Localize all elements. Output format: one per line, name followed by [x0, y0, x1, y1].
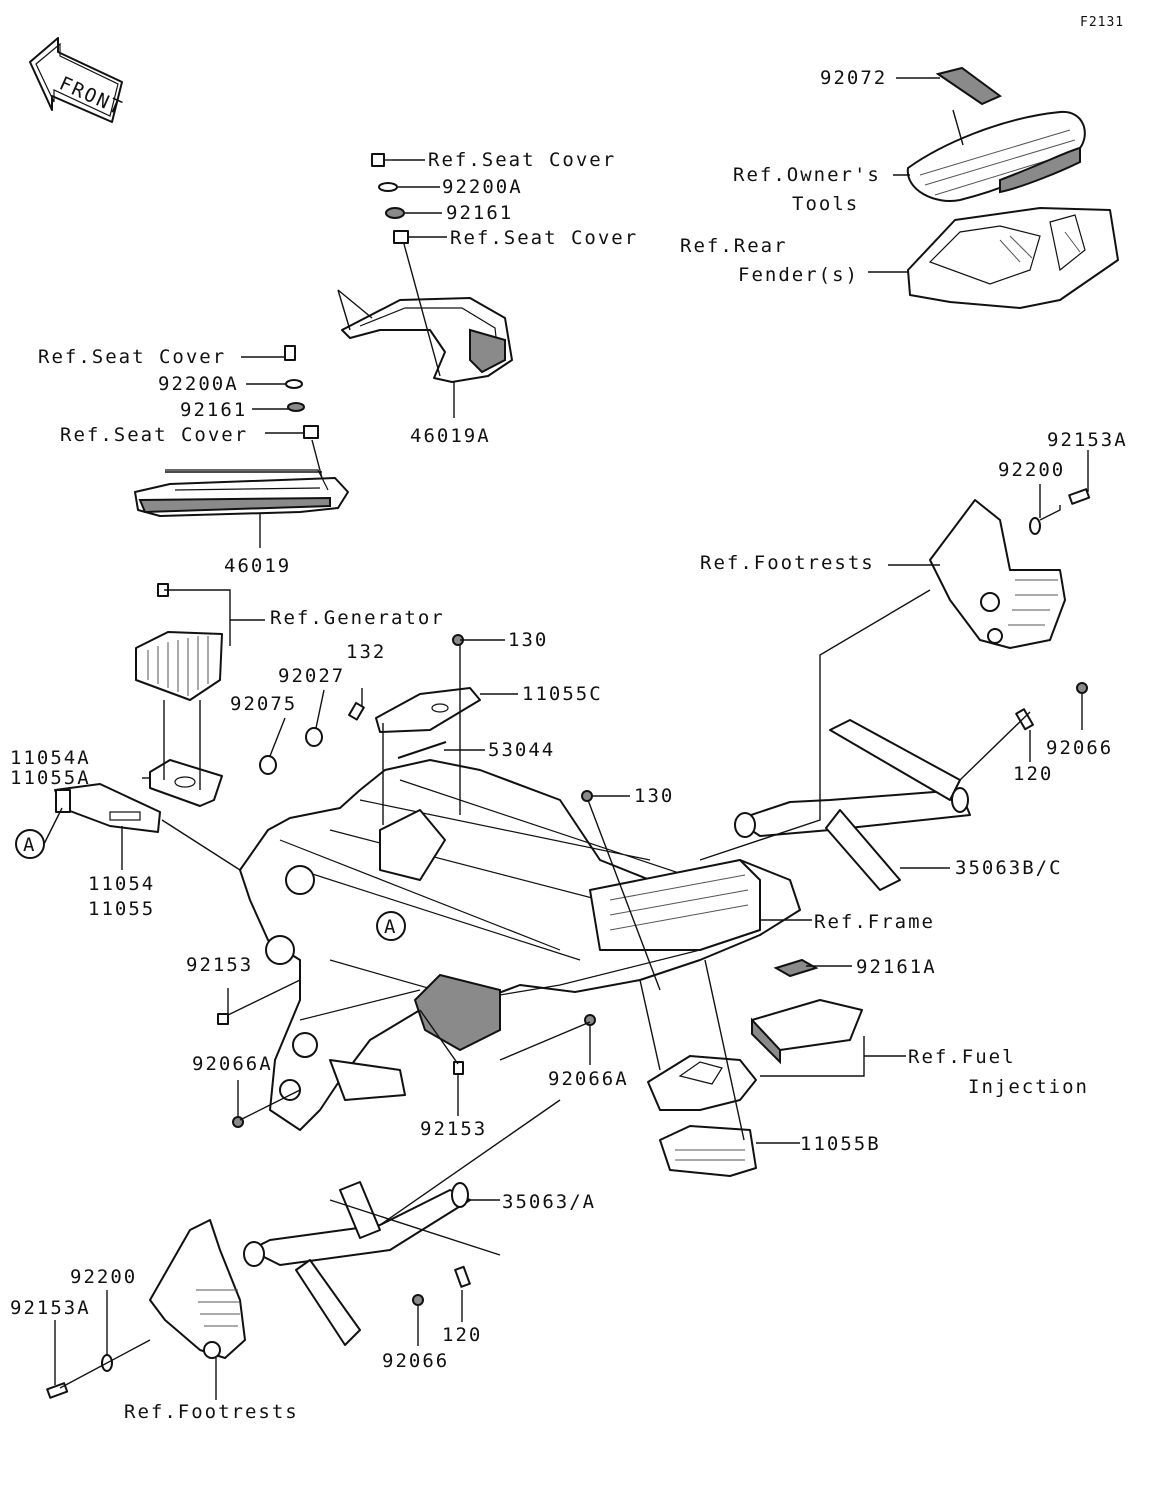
pad-92161A-part	[773, 958, 819, 978]
label-92066: 92066	[382, 1350, 449, 1372]
label-11054A: 11054A	[10, 747, 91, 769]
bolt-icon	[348, 701, 365, 721]
label-11055A: 11055A	[10, 767, 91, 789]
collar-icon	[303, 425, 319, 439]
label-92153A: 92153A	[1047, 429, 1128, 451]
rubber-icon	[287, 402, 305, 412]
bolt-icon	[1068, 488, 1091, 505]
label-ref-rear-fender-2: Fender(s)	[738, 264, 859, 286]
label-ref-seat-cover: Ref.Seat Cover	[450, 227, 638, 249]
label-ref-owners-tools: Ref.Owner's	[733, 164, 881, 186]
label-92200A: 92200A	[158, 373, 239, 395]
svg-text:A: A	[384, 916, 397, 938]
label-ref-seat-cover: Ref.Seat Cover	[38, 346, 226, 368]
rear-fender-part	[907, 207, 1119, 309]
label-92153: 92153	[186, 954, 253, 976]
labels: 92072 Ref.Owner's Tools Ref.Rear Fender(…	[10, 67, 1128, 1423]
washer-icon	[285, 379, 303, 389]
label-132: 132	[346, 641, 386, 663]
grab-rail-right-part	[341, 297, 513, 383]
owners-tools-part	[906, 66, 1086, 202]
bolt-icon	[1015, 708, 1034, 731]
label-ref-frame: Ref.Frame	[814, 911, 935, 933]
label-46019A: 46019A	[410, 425, 491, 447]
bolt-icon	[284, 345, 296, 361]
collar-icon	[305, 727, 323, 747]
label-53044: 53044	[488, 739, 555, 761]
label-ref-footrests: Ref.Footrests	[700, 552, 875, 574]
front-arrow-icon: FRONT	[29, 37, 126, 123]
label-92161: 92161	[446, 202, 513, 224]
footrest-stay-right-part	[734, 719, 971, 891]
label-ref-fuel-injection: Ref.Fuel	[908, 1046, 1016, 1068]
label-ref-footrests: Ref.Footrests	[124, 1401, 299, 1423]
bolt-icon	[454, 1265, 471, 1288]
label-92200: 92200	[70, 1266, 137, 1288]
grommet-icon	[259, 755, 277, 775]
bolt-icon	[453, 1061, 464, 1075]
label-120: 120	[442, 1324, 482, 1346]
label-92153A: 92153A	[10, 1297, 91, 1319]
nut-icon	[1076, 682, 1088, 694]
label-ref-generator: Ref.Generator	[270, 607, 445, 629]
bracket-11055B-part	[659, 1125, 757, 1177]
label-92200A: 92200A	[442, 176, 523, 198]
label-ref-seat-cover: Ref.Seat Cover	[428, 149, 616, 171]
label-11055C: 11055C	[522, 683, 603, 705]
label-ref-owners-tools-2: Tools	[792, 193, 859, 215]
label-11055: 11055	[88, 898, 155, 920]
label-35063BC: 35063B/C	[955, 857, 1063, 879]
regulator-part	[135, 583, 223, 701]
nut-icon	[412, 1294, 424, 1306]
label-92072: 92072	[820, 67, 887, 89]
washer-icon	[378, 182, 398, 192]
label-11054: 11054	[88, 873, 155, 895]
nut-icon	[581, 790, 593, 802]
bolt-icon	[217, 1013, 229, 1025]
bracket-11054A-part	[149, 759, 223, 807]
label-35063A: 35063/A	[502, 1191, 596, 1213]
label-92066A: 92066A	[192, 1053, 273, 1075]
leader-lines	[43, 77, 1089, 1400]
footrest-bracket-left-part	[149, 1219, 246, 1359]
frame-part	[239, 759, 801, 1131]
footrest-bracket-right-part	[929, 499, 1066, 649]
grab-rail-left-part	[134, 469, 349, 517]
label-ref-seat-cover: Ref.Seat Cover	[60, 424, 248, 446]
label-92200: 92200	[998, 459, 1065, 481]
pin-53044-part	[397, 741, 447, 759]
collar-icon	[393, 230, 409, 244]
reference-marker-a: A	[376, 911, 406, 941]
bracket-11054-part	[54, 783, 161, 833]
label-120: 120	[1013, 763, 1053, 785]
bracket-11055C-part	[375, 687, 481, 733]
bolt-icon	[371, 153, 392, 167]
svg-text:A: A	[23, 834, 36, 856]
washer-icon	[1029, 517, 1041, 535]
rubber-icon	[385, 207, 405, 219]
footrest-stay-left-part	[243, 1181, 471, 1346]
label-130: 130	[508, 629, 548, 651]
ecu-part	[751, 999, 863, 1065]
label-ref-fuel-injection-2: Injection	[968, 1076, 1089, 1098]
label-ref-rear-fender: Ref.Rear	[680, 235, 788, 257]
figure-id: F2131	[1080, 15, 1124, 30]
label-92161: 92161	[180, 399, 247, 421]
label-92153: 92153	[420, 1118, 487, 1140]
label-130: 130	[634, 785, 674, 807]
label-92066: 92066	[1046, 737, 1113, 759]
label-11055B: 11055B	[800, 1133, 881, 1155]
label-92161A: 92161A	[856, 956, 937, 978]
reference-marker-a: A	[15, 829, 45, 859]
label-92066A: 92066A	[548, 1068, 629, 1090]
label-92075: 92075	[230, 693, 297, 715]
ecu-holder-part	[647, 1055, 757, 1111]
label-92027: 92027	[278, 665, 345, 687]
label-46019: 46019	[224, 555, 291, 577]
